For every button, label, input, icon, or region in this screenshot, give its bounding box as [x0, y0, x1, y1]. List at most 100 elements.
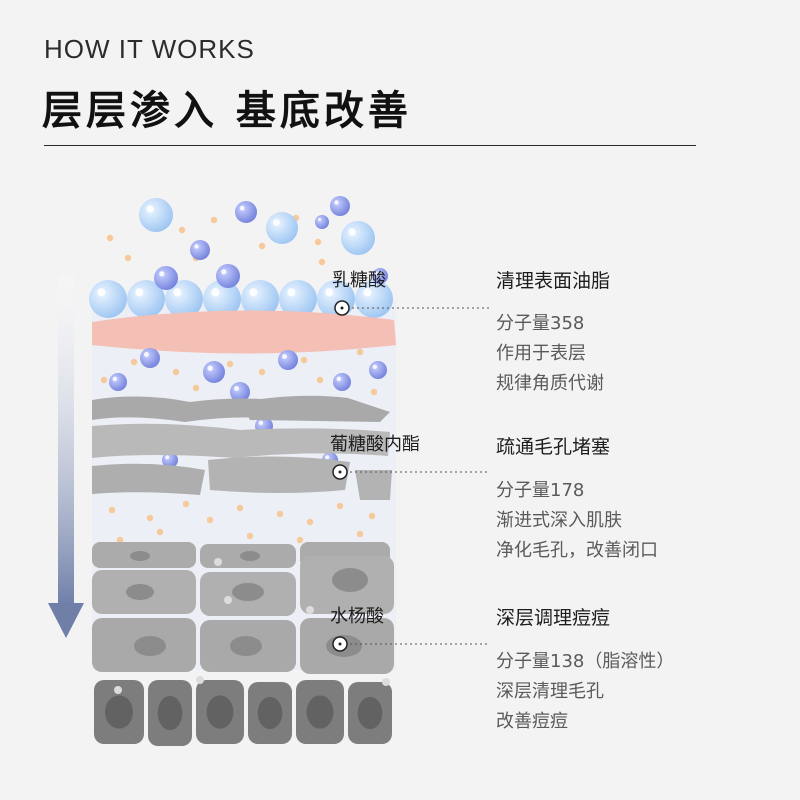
bubble — [89, 280, 127, 318]
lipid-layer — [92, 310, 396, 354]
cell-nucleus — [232, 583, 264, 601]
molecule-dot — [356, 530, 364, 538]
bubble-highlight — [325, 455, 330, 460]
benefit-title-1: 清理表面油脂 — [496, 270, 611, 292]
bubble — [369, 361, 387, 379]
bubble-highlight — [234, 386, 239, 391]
detail-1-2: 作用于表层 — [496, 343, 586, 364]
basal-nucleus — [206, 695, 234, 729]
bubble-highlight — [144, 352, 149, 357]
molecule-dot — [258, 368, 266, 376]
basal-nucleus — [306, 695, 334, 729]
molecule-dot — [300, 356, 308, 364]
marker-dots — [332, 300, 350, 652]
bubble — [278, 350, 298, 370]
acid-label-gluconolactone: 葡糖酸内酯 — [330, 434, 420, 455]
molecule-dot — [116, 536, 124, 544]
benefit-title-3: 深层调理痘痘 — [496, 607, 611, 629]
bubble-highlight — [159, 271, 165, 277]
molecule-dot — [318, 258, 326, 266]
bubble-highlight — [348, 228, 356, 236]
cell-spot — [114, 686, 122, 694]
molecule-dot — [246, 532, 254, 540]
detail-3-1: 分子量138（脂溶性） — [496, 651, 675, 672]
molecule-dot — [356, 348, 364, 356]
detail-3-3: 改善痘痘 — [496, 711, 568, 732]
bubble — [330, 196, 350, 216]
bubble-highlight — [173, 288, 182, 297]
header-divider — [44, 145, 696, 146]
bubble-highlight — [239, 205, 245, 211]
bubble-highlight — [135, 288, 144, 297]
molecule-dot — [192, 384, 200, 392]
molecule-dot — [370, 388, 378, 396]
bubble-highlight — [249, 288, 258, 297]
cell-spot — [306, 606, 314, 614]
acid-bubbles — [89, 196, 393, 318]
bubble-highlight — [112, 376, 118, 382]
bubble — [139, 198, 173, 232]
molecule-dot — [368, 512, 376, 520]
basal-nucleus — [257, 696, 283, 730]
cell-spot — [196, 676, 204, 684]
cell-spot — [224, 596, 232, 604]
molecule-dot — [236, 504, 244, 512]
molecule-dot — [316, 376, 324, 384]
bubble-highlight — [194, 244, 199, 249]
cell-spot — [214, 558, 222, 566]
molecule-dot — [146, 514, 154, 522]
bubble — [315, 215, 329, 229]
bubble — [333, 373, 351, 391]
cell-nucleus — [332, 568, 368, 592]
bubble — [109, 373, 127, 391]
bubble-highlight — [375, 271, 379, 275]
bubble-highlight — [287, 288, 296, 297]
bubble-highlight — [211, 288, 220, 297]
molecule-dot — [206, 516, 214, 524]
bubble-highlight — [372, 364, 378, 370]
detail-2-2: 渐进式深入肌肤 — [496, 510, 622, 531]
cell-nucleus — [230, 636, 262, 656]
bubble — [154, 266, 178, 290]
molecule-dot — [172, 368, 180, 376]
bubble-highlight — [272, 218, 280, 226]
bubble — [140, 348, 160, 368]
detail-3-2: 深层清理毛孔 — [496, 681, 604, 702]
bubble — [203, 361, 225, 383]
bubble-highlight — [165, 455, 170, 460]
bubble-highlight — [282, 354, 287, 359]
cell-nucleus — [134, 636, 166, 656]
bubble — [190, 240, 210, 260]
cell-layers — [92, 542, 394, 746]
bubble — [235, 201, 257, 223]
molecule-dot — [306, 518, 314, 526]
bubble-highlight — [334, 200, 339, 205]
molecule-dot — [100, 376, 108, 384]
cell-spot — [382, 678, 390, 686]
bubble — [216, 264, 240, 288]
molecule-dot — [108, 506, 116, 514]
cell-nucleus — [126, 584, 154, 600]
basal-nucleus — [105, 695, 133, 729]
bubble-highlight — [146, 205, 154, 213]
section-label: HOW IT WORKS — [44, 34, 255, 64]
bubble — [341, 221, 375, 255]
molecule-dot — [182, 500, 190, 508]
molecule-dot — [336, 502, 344, 510]
molecule-dot — [276, 510, 284, 518]
bubble-highlight — [258, 420, 264, 426]
cell-nucleus — [130, 551, 150, 561]
bubble-highlight — [336, 376, 342, 382]
molecule-dot — [314, 238, 322, 246]
detail-1-1: 分子量358 — [496, 313, 585, 334]
basal-nucleus — [357, 696, 383, 730]
molecule-dot — [124, 254, 132, 262]
depth-arrow — [48, 275, 84, 638]
bubble-highlight — [221, 269, 227, 275]
molecule-dot — [210, 216, 218, 224]
bubble — [266, 212, 298, 244]
basal-nucleus — [157, 695, 183, 731]
bubble-highlight — [318, 218, 322, 222]
bubble-highlight — [97, 288, 106, 297]
